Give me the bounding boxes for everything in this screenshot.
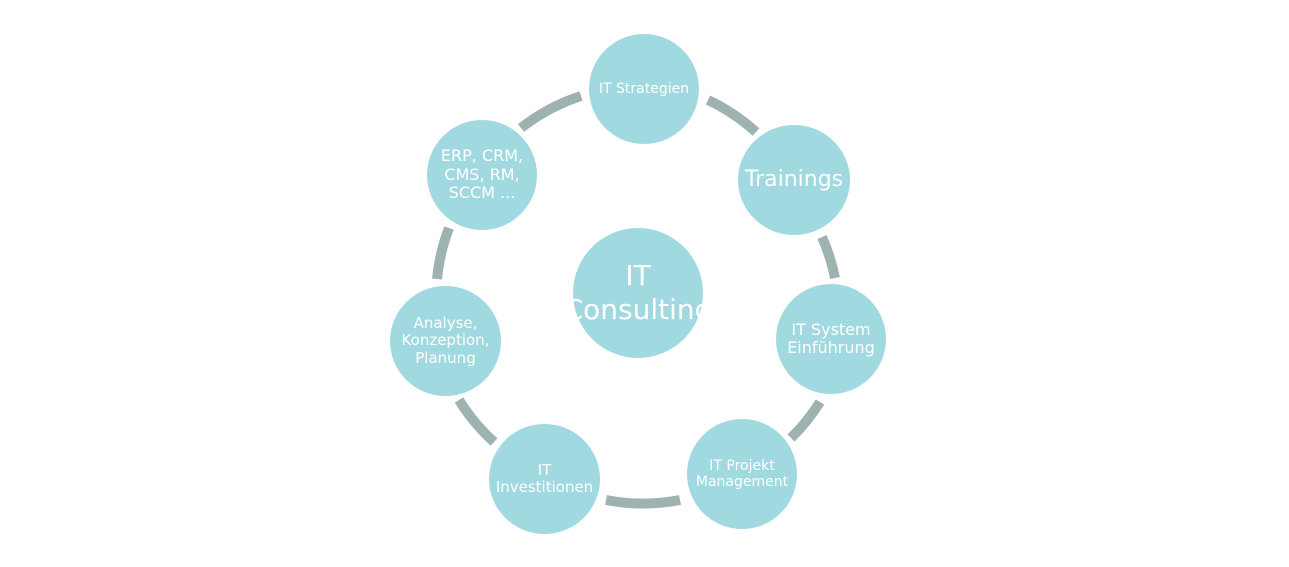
ring-segment-system-projekt [787,399,825,442]
node-analyse-konzeption-planung: Analyse, Konzeption, Planung [390,286,501,396]
node-erp-crm-cms: ERP, CRM, CMS, RM, SCCM ... [427,120,537,230]
node-label-it-projekt-management: IT Projekt Management [695,457,789,490]
center-label: IT Consulting [563,259,713,326]
ring-segment-analyse-erp [432,226,454,280]
node-it-projekt-management: IT Projekt Management [687,419,797,529]
node-label-erp-crm-cms: ERP, CRM, CMS, RM, SCCM ... [440,146,524,203]
ring-segment-strategien-trainings [705,95,760,136]
node-label-it-system-einfuehrung: IT System Einführung [787,319,875,357]
node-label-it-strategien: IT Strategien [598,80,690,97]
ring-segment-projekt-investitionen [605,495,681,509]
ring-segment-erp-strategien [517,91,583,132]
node-label-analyse-konzeption-planung: Analyse, Konzeption, Planung [401,314,490,367]
node-label-it-investitionen: IT Investitionen [495,460,594,496]
center-node-it-consulting: IT Consulting [564,228,712,358]
node-label-trainings: Trainings [744,167,844,193]
node-it-investitionen: IT Investitionen [489,424,600,534]
ring-segment-trainings-system [817,234,840,280]
node-it-strategien: IT Strategien [589,34,699,144]
ring-segment-investitionen-analyse [454,397,498,446]
node-trainings: Trainings [738,125,850,235]
node-it-system-einfuehrung: IT System Einführung [776,284,886,394]
